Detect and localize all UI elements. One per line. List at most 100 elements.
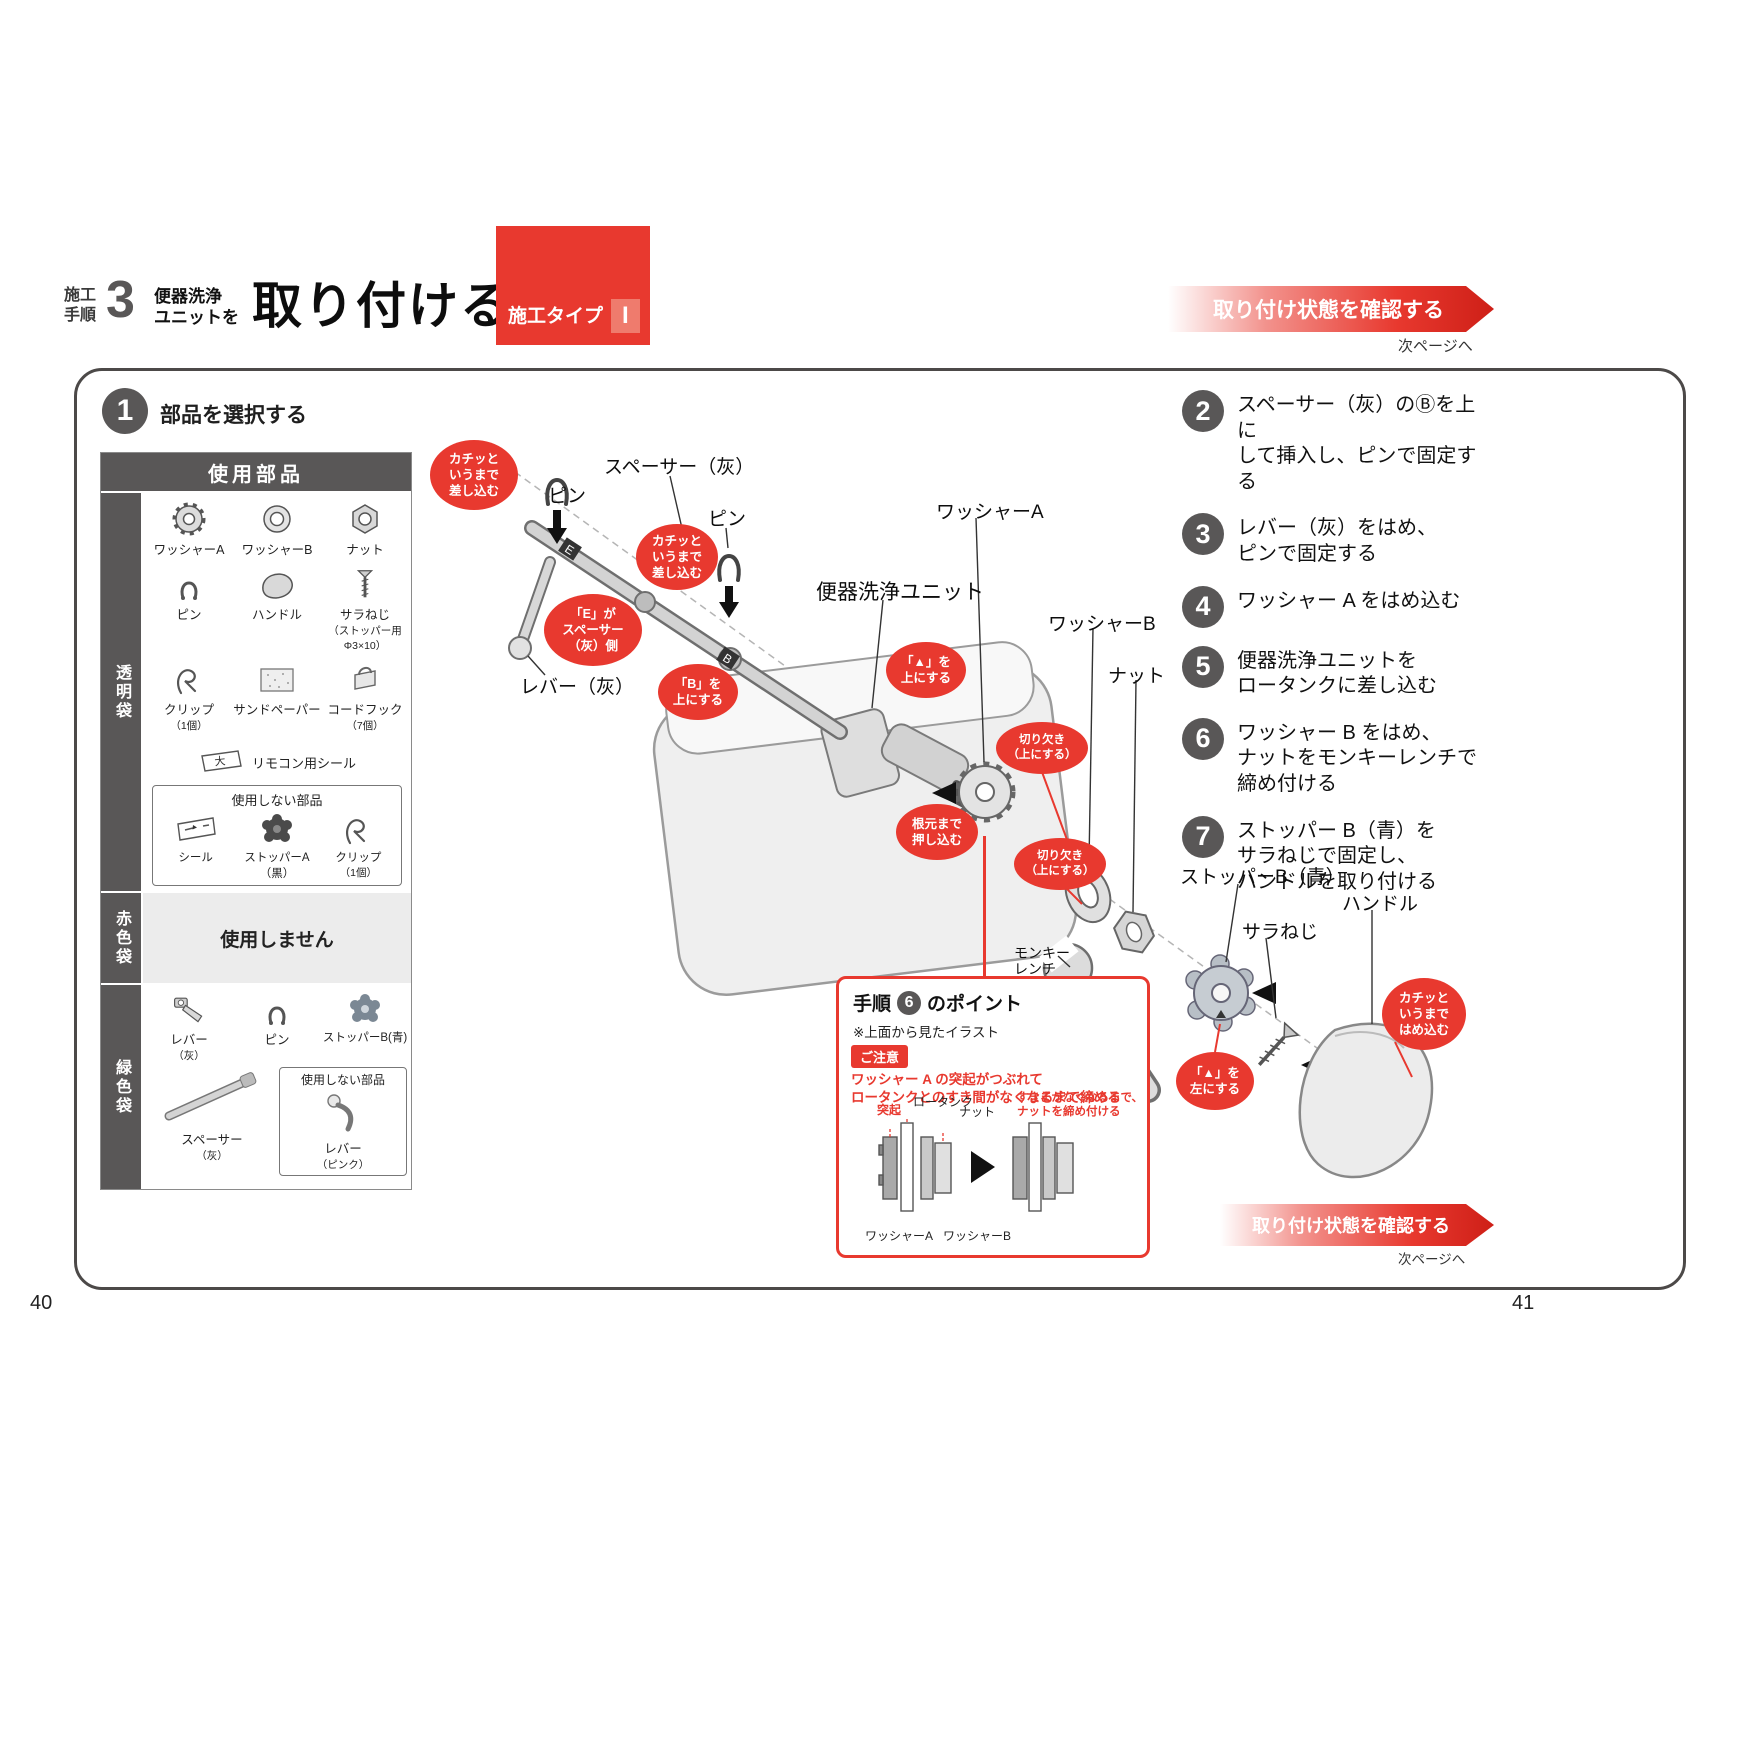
point-box-title-suffix: のポイント (927, 994, 1023, 1015)
stopper-b-shape (1185, 954, 1256, 1032)
callout-triangle-left: 「▲」を 左にする (1176, 1052, 1254, 1110)
label-washer-b-mini: ワッシャーB (943, 1229, 1012, 1243)
label-leader-lines (527, 475, 1373, 1024)
part-item-clip: クリップ （1個） (145, 661, 233, 733)
part-item-remote-seal: 大 リモコン用シール (143, 743, 411, 779)
next-page-banner-bottom: 取り付け状態を確認する (1220, 1204, 1494, 1246)
label-screw: サラねじ (1242, 922, 1319, 943)
step-5-text: 便器洗浄ユニットを ロータンクに差し込む (1237, 649, 1437, 698)
page-number-right: 41 (1512, 1292, 1535, 1314)
red-bag-section: 赤色袋 使用しません (101, 891, 411, 983)
step-4: 4 ワッシャー A をはめ込む (1182, 585, 1494, 628)
washer-a-shape (954, 761, 1016, 823)
label-stopper-b: ストッパーB（青） (1180, 867, 1345, 888)
step-6-number: 6 (1182, 717, 1224, 760)
unused-parts-title: 使用しない部品 (300, 1073, 385, 1087)
callout-snap-click: カチッと いうまで はめ込む (1382, 978, 1466, 1050)
transparent-bag-content: ワッシャーA ワッシャーB ナット ピン (141, 493, 411, 891)
callout-triangle-up: 「▲」を 上にする (886, 642, 966, 698)
step-7: 7 ストッパー B（青）を サラねじで固定し、 ハンドルを取り付ける (1182, 815, 1494, 896)
step-3: 3 レバー（灰）をはめ、 ピンで固定する (1182, 513, 1494, 567)
label-lever: レバー（灰） (520, 677, 635, 698)
label-lowtank: ロータンク (913, 1095, 974, 1109)
part-item-washer-a: ワッシャーA (145, 501, 233, 558)
lever-pink-icon (320, 1090, 366, 1136)
green-bag-unused-box: 使用しない部品 レバー （ピンク） (279, 1067, 407, 1176)
step-6-text: ワッシャー B をはめ、 ナットをモンキーレンチで 締め付ける (1237, 721, 1477, 795)
label-handle: ハンドル (1342, 894, 1419, 915)
unused-item-stopper-a: ストッパーA（黒） (236, 811, 317, 881)
point-box-step-number: 6 (897, 990, 922, 1015)
part-item-washer-b: ワッシャーB (233, 501, 321, 558)
sandpaper-icon (255, 661, 299, 697)
clip-icon (169, 661, 209, 697)
step-5: 5 便器洗浄ユニットを ロータンクに差し込む (1182, 645, 1494, 700)
push-arrow (932, 782, 956, 804)
lever-gray-icon (167, 991, 211, 1027)
step6-point-box: 手順 6 のポイント ※上面から見たイラスト ご注意 ワッシャー A の突起がつ… (836, 976, 1150, 1258)
callout-notch-up-1: 切り欠き （上にする） (996, 722, 1088, 774)
part-item-nut: ナット (321, 501, 409, 558)
next-page-banner-top: 取り付け状態を確認する (1168, 286, 1494, 332)
stopper-arrow (1252, 982, 1276, 1004)
label-spacer: スペーサー（灰） (604, 457, 755, 478)
instruction-steps: 2 スペーサー（灰）のⒷを上に して挿入し、ピンで固定する 3 レバー（灰）をは… (1182, 390, 1494, 895)
construction-type-box: 施工タイプ I (496, 226, 650, 345)
part-item-sandpaper: サンドペーパー (233, 661, 321, 733)
washer-a-icon (169, 501, 209, 537)
red-bag-strip: 赤色袋 (101, 893, 141, 983)
step-4-number: 4 (1182, 585, 1224, 628)
part-item-pin-green: ピン (233, 991, 321, 1063)
exploded-diagram: E B (508, 471, 1434, 1179)
page-title: 取り付ける (252, 278, 512, 334)
flat-screw-icon (345, 566, 385, 602)
point-box-subtitle: ※上面から見たイラスト (853, 1025, 1000, 1040)
procedure-number: 3 (106, 271, 135, 329)
screw-shape (1257, 1021, 1300, 1066)
arrow-right-icon (971, 1151, 995, 1183)
label-pin-1: ピン (548, 486, 587, 507)
step-2-number: 2 (1182, 390, 1224, 432)
parts-table-header: 使用部品 (101, 453, 411, 491)
label-tighten-note: すきまがなくなるまで、 ナットを締め付ける (1017, 1092, 1144, 1119)
page-number-left: 40 (30, 1292, 53, 1314)
pin-icon (169, 566, 209, 602)
unused-parts-title: 使用しない部品 (231, 793, 323, 808)
part-item-stopper-b: ストッパーB(青) (321, 991, 409, 1063)
part-item-spacer: スペーサー （灰） (149, 1067, 275, 1176)
label-wrench: モンキー レンチ (1014, 945, 1070, 978)
step-7-number: 7 (1182, 815, 1224, 858)
spacer-icon (157, 1067, 267, 1127)
part-item-cordhook: コードフック （7個） (321, 661, 409, 733)
label-nut-mini: ナット (959, 1105, 996, 1119)
washer-b-icon (257, 501, 297, 537)
transparent-bag-strip: 透明袋 (101, 493, 141, 891)
nut-icon (345, 501, 385, 537)
point-box-title: 手順 6 のポイント (853, 989, 1022, 1016)
procedure-label: 施工 手順 (64, 287, 97, 324)
callout-insert-click-1: カチッと いうまで 差し込む (430, 440, 518, 510)
red-bag-note: 使用しません (141, 893, 411, 983)
step-2-text: スペーサー（灰）のⒷを上に して挿入し、ピンで固定する (1237, 394, 1477, 493)
stopper-b-icon (345, 991, 385, 1027)
stopper-a-icon (257, 811, 297, 847)
pin-arrows (547, 510, 739, 618)
procedure-target: 便器洗浄 ユニットを (154, 287, 239, 328)
label-washer-a-mini: ワッシャーA (865, 1229, 934, 1243)
unused-item-clip: クリップ （1個） (318, 811, 399, 881)
part-item-handle: ハンドル (233, 566, 321, 653)
label-washer-a: ワッシャーA (936, 502, 1044, 523)
green-bag-strip: 緑色袋 (101, 985, 141, 1189)
next-page-banner-bottom-text: 取り付け状態を確認する (1252, 1216, 1450, 1236)
step-5-number: 5 (1182, 645, 1224, 688)
unused-item-seal: シール (155, 811, 236, 881)
label-protrusion: 突起 (877, 1103, 902, 1117)
cordhook-icon (345, 661, 385, 697)
transparent-bag-section: 透明袋 ワッシャーA ワッシャーB ナット (101, 491, 411, 891)
green-bag-section: 緑色袋 レバー （灰） ピン ストッパーB(青) (101, 983, 411, 1189)
pin-icon (257, 991, 297, 1027)
lever-shape (508, 556, 556, 660)
callout-notch-up-2: 切り欠き （上にする） (1014, 838, 1106, 890)
remote-seal-icon: 大 (198, 743, 244, 779)
caution-badge: ご注意 (851, 1045, 909, 1068)
